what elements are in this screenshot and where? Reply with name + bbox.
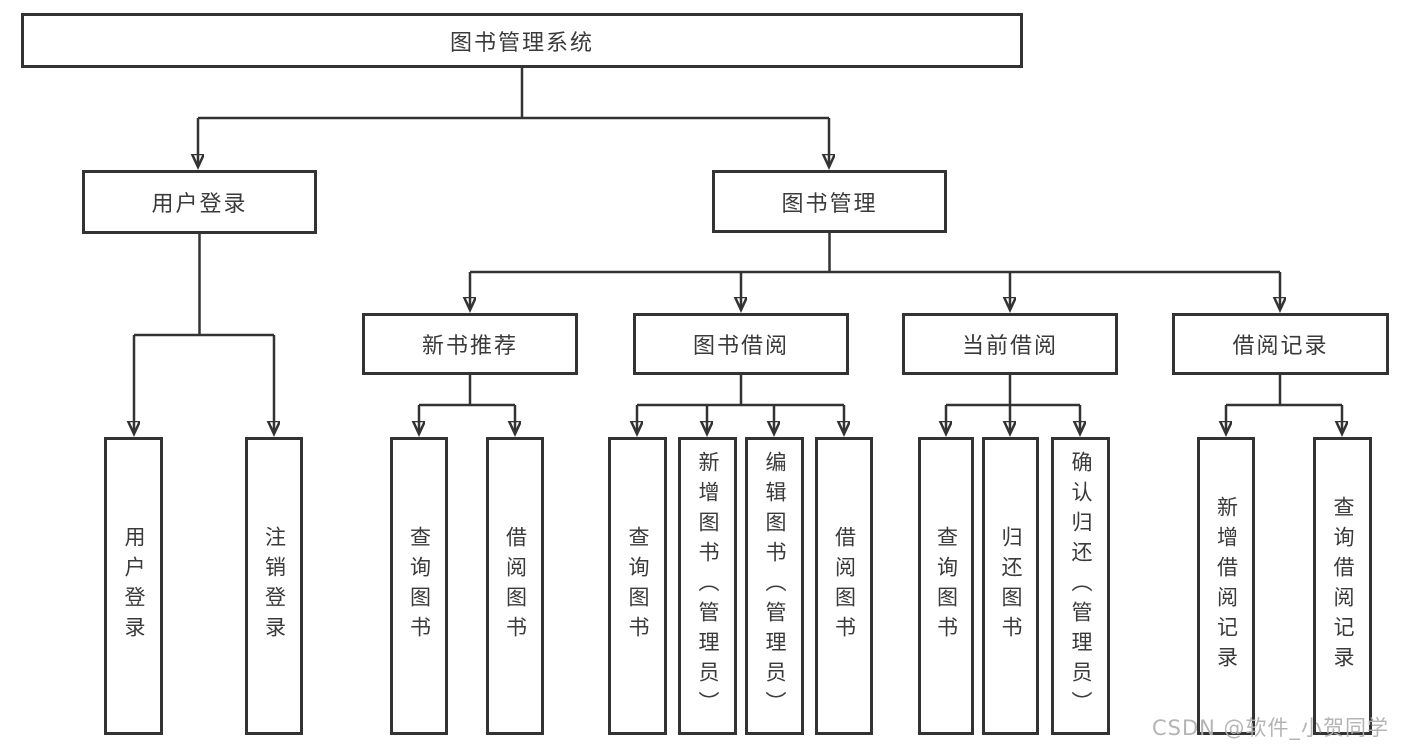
leaf-nbr-borrow-books: 借阅图书 [486, 437, 544, 735]
leaf-logout-label: 注销登录 [262, 526, 287, 646]
node-user-login-group-label: 用户登录 [151, 192, 248, 217]
node-book-mgmt-group-label: 图书管理 [781, 191, 878, 217]
leaf-bb-add-books-admin-label: 新增图书（管理员） [696, 451, 720, 721]
node-book-mgmt-group: 图书管理 [712, 170, 947, 233]
leaf-cb-query-books-label: 查询图书 [934, 526, 959, 646]
node-book-borrow-label: 图书借阅 [692, 334, 789, 359]
leaf-cb-return-books-label: 归还图书 [999, 526, 1023, 646]
leaf-br-add-record-label: 新增借阅记录 [1214, 496, 1239, 676]
connector-book-borrow-trunk [637, 375, 844, 407]
node-user-login-group: 用户登录 [82, 170, 317, 234]
node-current-borrow-label: 当前借阅 [961, 334, 1058, 359]
leaf-bb-borrow-books-label: 借阅图书 [832, 526, 857, 646]
node-new-book-rec-label: 新书推荐 [421, 334, 518, 359]
connector-root-trunk [198, 68, 829, 120]
leaf-user-login-label: 用户登录 [122, 526, 146, 646]
leaf-nbr-query-books: 查询图书 [390, 437, 448, 735]
connector-current-borrow-trunk [946, 375, 1080, 407]
node-borrow-records-label: 借阅记录 [1232, 334, 1329, 359]
leaf-br-query-record-label: 查询借阅记录 [1331, 496, 1355, 676]
leaf-bb-add-books-admin: 新增图书（管理员） [678, 437, 737, 735]
leaf-bb-edit-books-admin: 编辑图书（管理员） [745, 437, 804, 735]
node-root-library-system: 图书管理系统 [21, 13, 1023, 68]
leaf-bb-query-books-label: 查询图书 [626, 526, 650, 646]
node-new-book-rec: 新书推荐 [362, 313, 578, 375]
node-book-borrow: 图书借阅 [633, 313, 849, 375]
connector-user-login-trunk [134, 234, 274, 337]
node-current-borrow: 当前借阅 [902, 313, 1118, 375]
connector-borrow-records-trunk [1226, 375, 1342, 407]
leaf-logout: 注销登录 [245, 437, 303, 735]
connector-book-mgmt-trunk [470, 233, 1280, 274]
leaf-bb-edit-books-admin-label: 编辑图书（管理员） [763, 451, 787, 721]
leaf-br-query-record: 查询借阅记录 [1313, 437, 1372, 735]
connector-new-book-rec-trunk [419, 375, 515, 407]
csdn-watermark: CSDN @软件_小贺同学 [1152, 716, 1390, 740]
leaf-cb-confirm-return-admin-label: 确认归还（管理员） [1069, 451, 1093, 721]
leaf-cb-return-books: 归还图书 [982, 437, 1039, 735]
node-borrow-records: 借阅记录 [1172, 313, 1389, 375]
leaf-nbr-query-books-label: 查询图书 [407, 526, 432, 646]
leaf-cb-query-books: 查询图书 [918, 437, 974, 735]
leaf-nbr-borrow-books-label: 借阅图书 [503, 526, 528, 646]
leaf-bb-query-books: 查询图书 [608, 437, 667, 735]
node-root-label: 图书管理系统 [449, 30, 594, 56]
leaf-user-login: 用户登录 [104, 437, 163, 735]
leaf-cb-confirm-return-admin: 确认归还（管理员） [1051, 437, 1110, 735]
leaf-br-add-record: 新增借阅记录 [1197, 437, 1255, 735]
leaf-bb-borrow-books: 借阅图书 [815, 437, 873, 735]
